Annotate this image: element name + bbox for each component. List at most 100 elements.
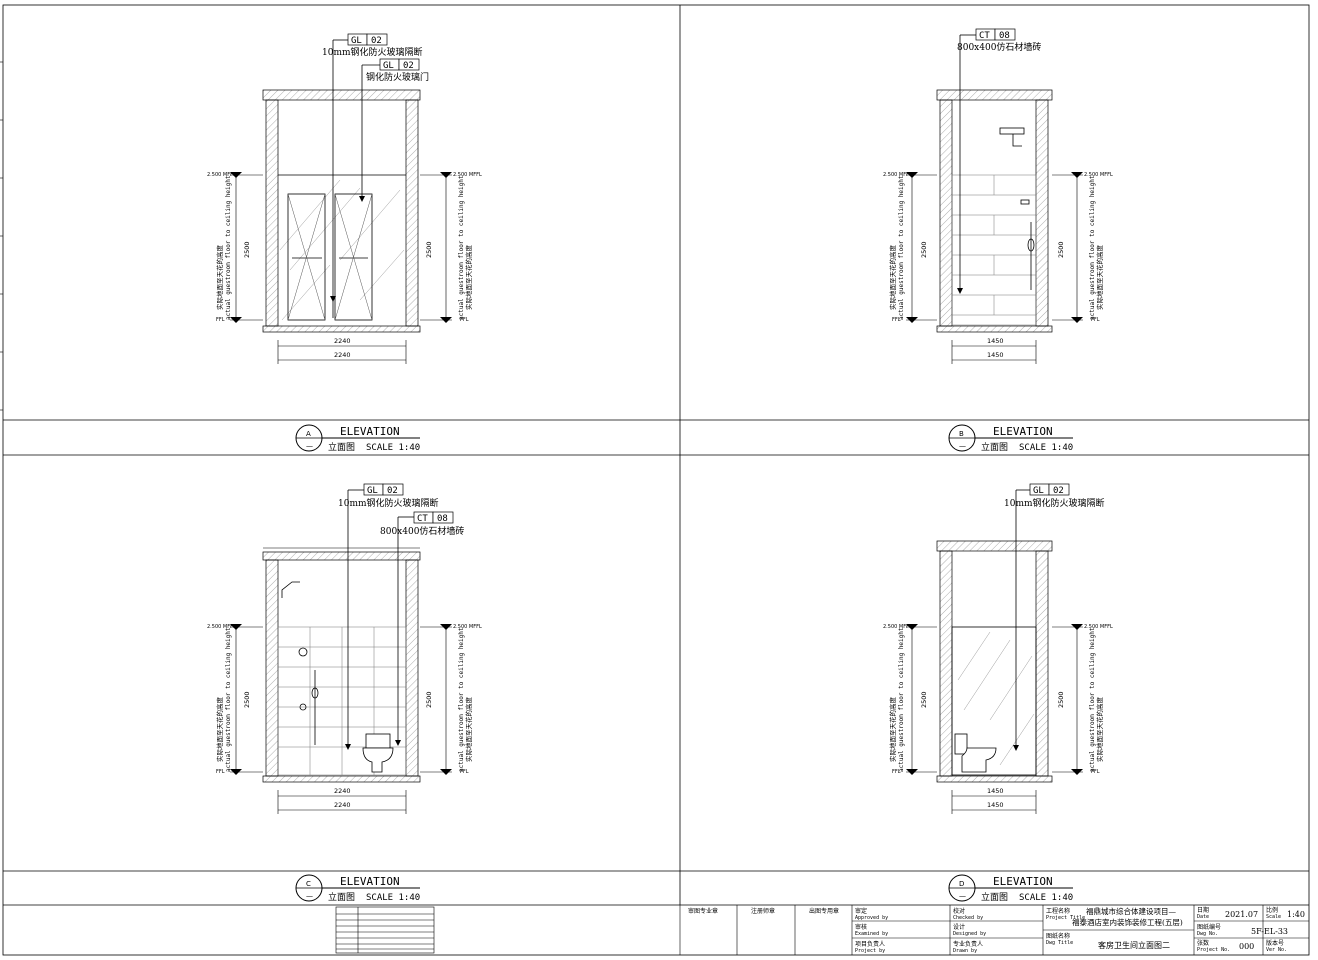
callout-leaders [332,39,380,318]
callout-leaders [959,34,976,293]
callout-code: GL [351,36,362,46]
dimension-lines [906,626,1083,814]
scale: SCALE 1:40 [1019,443,1073,453]
title-sub: — [959,892,966,900]
dwg-title-en: Dwg Title [1046,940,1073,946]
examined-cn: 审核 [855,923,867,931]
examined-en: Examined by [855,931,888,937]
height-label-cn: 实际地面至天花的高度 [464,697,473,763]
callout-tags: GL 02 10mm钢化防火玻璃隔断 GL 02 钢化防火玻璃门 CT 08 8… [322,28,1105,537]
callout-code: GL [383,61,394,71]
dwg-no-cn: 图纸编号 [1197,923,1221,931]
stamp-review: 审图专业章 [688,907,718,915]
dim-height: 2500 [1057,241,1065,258]
callout-number: 08 [437,514,448,524]
title-sub: — [306,892,313,900]
level-top-label: 2.500 MFFL [883,624,912,630]
level-markers [906,172,1083,323]
project-lead-en: Project by [855,948,885,954]
elevation-title-c: C — ELEVATION 立面图 SCALE 1:40 [295,874,420,903]
stamp-issue: 出图专用章 [809,907,839,915]
glass-reflection-lines [957,631,1035,766]
callout-leaders [347,489,414,748]
dim-width: 2240 [334,787,351,795]
ver-no-en: Ver No. [1266,947,1287,953]
title-id: B [959,430,964,438]
level-top-label: 2.500 MFFL [1084,624,1113,630]
date-value: 2021.07 [1225,910,1258,919]
height-label-cn: 实际地面至天花的高度 [464,245,473,311]
shower-fixture [281,581,319,745]
project-title-en: Project Title [1046,915,1085,921]
scale-en: Scale [1266,914,1281,920]
shower-fixture [999,127,1035,290]
level-bottom-label: FFL [460,769,469,775]
height-label-en: actual guestroom floor to ceiling height [458,627,465,772]
callout-number: 02 [403,61,414,71]
callout-code: CT [979,31,990,41]
scale: SCALE 1:40 [1019,893,1073,903]
callout-code: CT [417,514,428,524]
dim-width: 1450 [987,787,1004,795]
glass-reflection-lines [279,179,405,321]
scale: SCALE 1:40 [366,443,420,453]
drawn-en: Drawn by [953,948,977,954]
callout-text: 800x400仿石材墙砖 [380,525,464,537]
level-bottom-label: FFL [1091,769,1100,775]
subtitle: 立面图 [328,441,355,453]
dim-height: 2500 [1057,691,1065,708]
left-margin-ticks [0,61,3,411]
level-bottom-label: FFL [460,317,469,323]
elevation-title-d: D — ELEVATION 立面图 SCALE 1:40 [948,874,1073,903]
glass-door-right [334,193,373,321]
subtitle: 立面图 [328,891,355,903]
dim-width-total: 2240 [334,801,351,809]
height-label-en: actual guestroom floor to ceiling height [1089,627,1096,772]
elevation-title-a: A — ELEVATION 立面图 SCALE 1:40 [295,424,420,453]
height-label-en: actual guestroom floor to ceiling height [898,175,905,320]
level-bottom-label: FFL [1091,317,1100,323]
subtitle: 立面图 [981,441,1008,453]
project-no-en: Project No. [1197,947,1230,953]
glass-door-left [287,193,326,321]
callout-text: 10mm钢化防火玻璃隔断 [322,46,423,58]
toilet [362,733,394,773]
elevation-b [906,34,1083,364]
height-label-cn: 实际地面至天花的高度 [215,697,224,763]
callout-text: 10mm钢化防火玻璃隔断 [1004,497,1105,509]
height-label-en: actual guestroom floor to ceiling height [1089,175,1096,320]
approved-en: Approved by [855,915,888,921]
level-markers [230,624,452,775]
level-top-label: 2.500 MFFL [453,624,482,630]
dimension-lines [906,174,1083,364]
level-bottom-label: FFL [892,769,901,775]
dim-width-total: 1450 [987,801,1004,809]
callout-number: 02 [371,36,382,46]
callout-number: 02 [1053,486,1064,496]
callout-number: 02 [387,486,398,496]
project-title-cn: 工程名称 [1046,907,1070,915]
title-sub: — [959,442,966,450]
checked-en: Checked by [953,915,983,921]
title: ELEVATION [340,875,400,888]
level-top-label: 2.500 MFFL [207,624,236,630]
height-label-cn: 实际地面至天花的高度 [888,245,897,311]
project-lead-cn: 项目负责人 [855,940,885,948]
height-label-en: actual guestroom floor to ceiling height [898,627,905,772]
title-block: 审图专业章 注册师章 出图专用章 审定 Approved by 校对 Check… [335,905,1309,955]
title-sub: — [306,442,313,450]
scale-value: 1:40 [1287,910,1305,919]
date-en: Date [1197,914,1209,920]
approved-cn: 审定 [855,907,867,915]
project-no-cn: 张数 [1197,939,1209,947]
dim-height: 2500 [425,691,433,708]
subtitle: 立面图 [981,891,1008,903]
dimension-lines [230,174,452,364]
height-label-cn: 实际地面至天花的高度 [215,245,224,311]
tile-grid [277,626,407,776]
level-bottom-label: FFL [216,317,225,323]
height-label-en: actual guestroom floor to ceiling height [225,627,232,772]
date-cn: 日期 [1197,906,1209,914]
scale-cn: 比例 [1266,906,1278,914]
dim-height: 2500 [243,241,251,258]
